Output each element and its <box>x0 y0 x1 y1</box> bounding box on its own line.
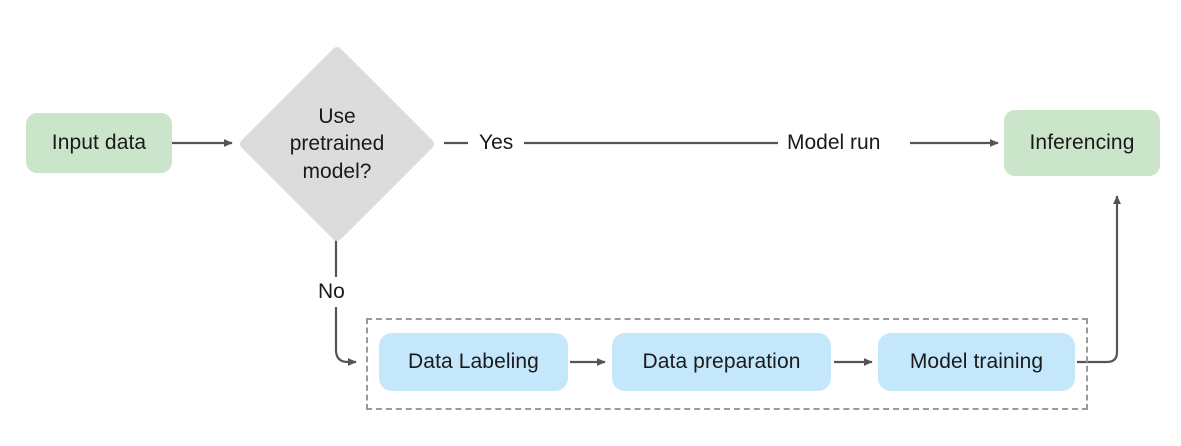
edge-training-to-inferencing <box>1077 195 1121 364</box>
edge-label-yes: Yes <box>474 132 519 153</box>
edge-label-no: No <box>313 281 350 302</box>
node-data-preparation[interactable]: Data preparation <box>612 333 831 391</box>
edge-no-to-data-labeling <box>334 307 357 366</box>
training-pipeline-group <box>366 318 1088 410</box>
node-decision-label: Use pretrained model? <box>289 105 385 183</box>
node-input-data[interactable]: Input data <box>26 113 172 173</box>
edge-label-model-run: Model run <box>782 132 886 153</box>
node-inferencing[interactable]: Inferencing <box>1004 110 1160 176</box>
node-decision-pretrained-model[interactable]: Use pretrained model? <box>240 47 434 241</box>
diamond-shape-icon <box>240 47 434 241</box>
node-data-labeling[interactable]: Data Labeling <box>379 333 568 391</box>
node-model-training[interactable]: Model training <box>878 333 1075 391</box>
